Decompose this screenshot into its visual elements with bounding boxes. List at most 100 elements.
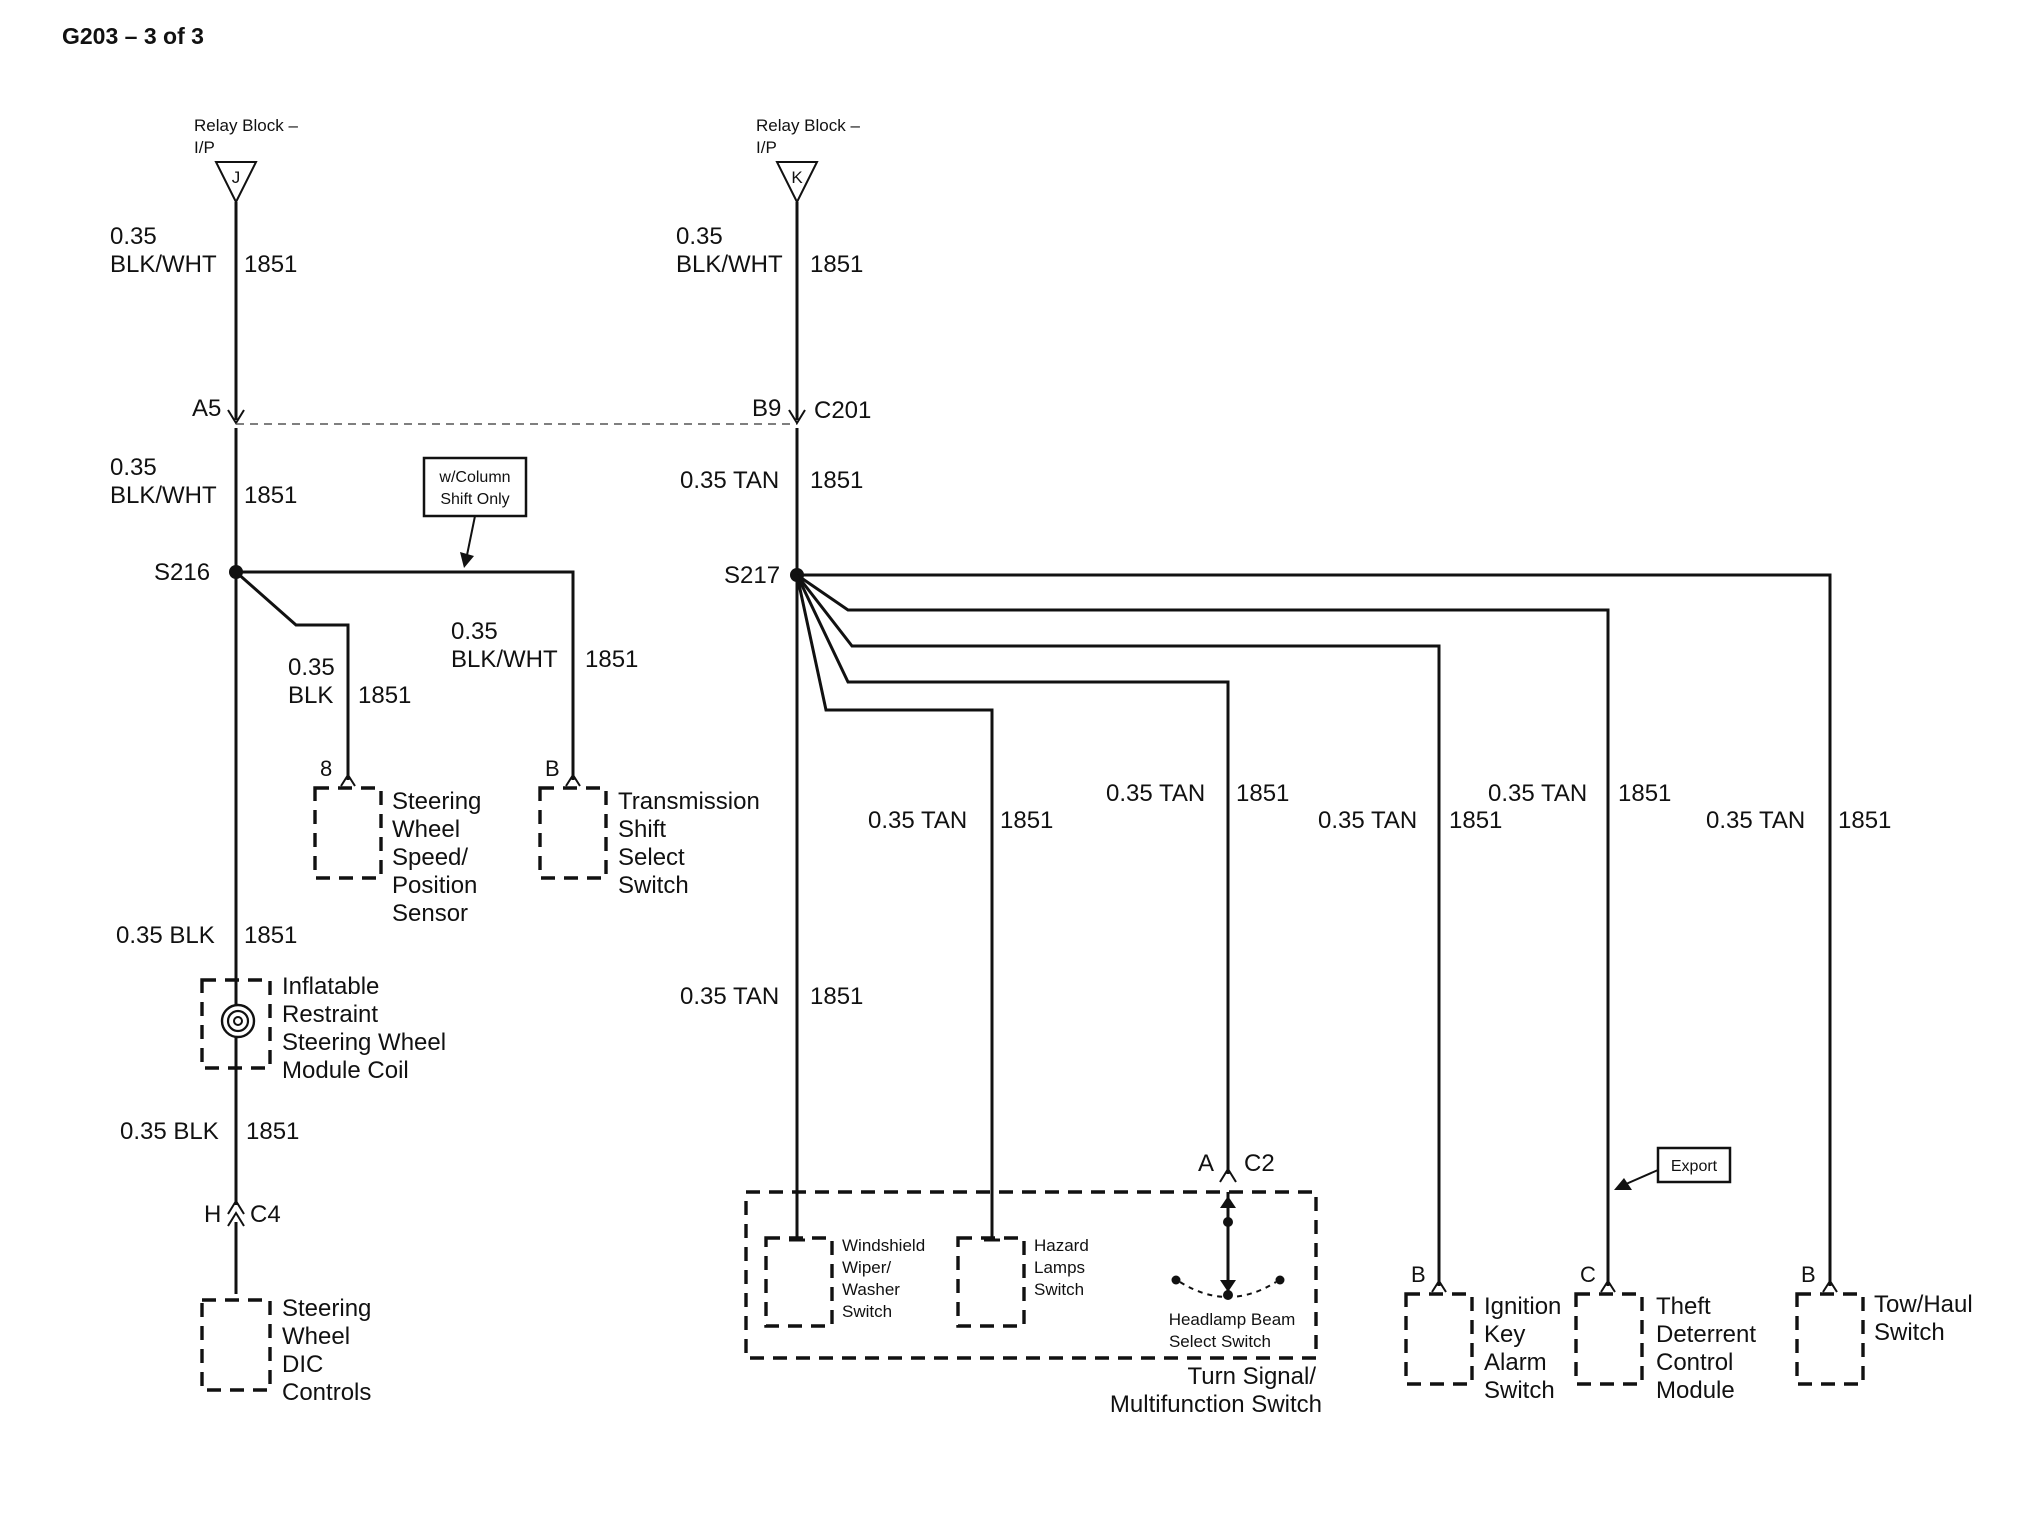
wire-branch-theft	[796, 573, 1610, 1286]
svg-text:Headlamp Beam: Headlamp Beam	[1169, 1310, 1296, 1329]
splice-s216-label: S216	[154, 559, 210, 586]
component-hazard-box	[956, 1236, 1026, 1328]
note-export-arrow-icon	[1625, 1169, 1659, 1185]
wire-branch-trans	[236, 570, 575, 780]
ignition-pin-icon	[1431, 1279, 1447, 1293]
svg-text:Select Switch: Select Switch	[1169, 1332, 1271, 1351]
svg-text:DIC: DIC	[282, 1351, 323, 1378]
component-multifunction-box	[744, 1190, 1318, 1360]
svg-text:Key: Key	[1484, 1321, 1525, 1348]
wire-headlamp-label: 0.35 TAN	[1106, 780, 1205, 807]
wire-branch-sws	[235, 570, 350, 780]
svg-text:Ignition: Ignition	[1484, 1293, 1561, 1320]
component-theft-box	[1574, 1292, 1644, 1386]
svg-text:Switch: Switch	[842, 1302, 892, 1321]
note-column-line2: Shift Only	[440, 491, 509, 508]
trans-pin-label: B	[545, 756, 560, 781]
component-coil-box	[200, 978, 272, 1070]
theft-pin-label: C	[1580, 1262, 1596, 1287]
splice-s217-label: S217	[724, 562, 780, 589]
svg-text:Transmission: Transmission	[618, 788, 760, 815]
s217-branch-wires	[795, 573, 1832, 1286]
wire-branch-ignition	[795, 574, 1441, 1286]
note-export: Export	[1614, 1146, 1732, 1190]
wire-towhaul-label: 0.35 TAN	[1706, 807, 1805, 834]
svg-text:Speed/: Speed/	[392, 844, 468, 871]
svg-text:Lamps: Lamps	[1034, 1258, 1085, 1277]
wire-hazard-label: 0.35 TAN	[868, 807, 967, 834]
connector-b9-icon	[788, 409, 806, 425]
wire-coil-top-label: 0.35 BLK	[116, 922, 215, 949]
connector-c201-label: C201	[814, 397, 871, 424]
connector-b9-label: B9	[752, 395, 781, 422]
svg-text:Multifunction Switch: Multifunction Switch	[1110, 1391, 1322, 1418]
relay-right-pin: K	[791, 168, 803, 187]
wire-left-1-size: 0.35	[110, 223, 157, 250]
svg-text:Switch: Switch	[618, 872, 689, 899]
wire-coil-bottom-circuit: 1851	[246, 1118, 299, 1145]
wire-hazard-circuit: 1851	[1000, 807, 1053, 834]
relay-left-label-2: I/P	[194, 138, 215, 157]
wire-headlamp-circuit: 1851	[1236, 780, 1289, 807]
wire-left-1-color: BLK/WHT	[110, 251, 217, 278]
relay-block-right: Relay Block – I/P K	[756, 116, 860, 205]
svg-text:Hazard: Hazard	[1034, 1236, 1089, 1255]
relay-right-terminal-icon	[775, 161, 819, 205]
component-multifunction-label: Turn Signal/ Multifunction Switch	[1110, 1363, 1322, 1418]
component-ignition-label: Ignition Key Alarm Switch	[1484, 1293, 1561, 1404]
wire-theft-label: 0.35 TAN	[1488, 780, 1587, 807]
wire-wiper-circuit: 1851	[810, 983, 863, 1010]
connector-a5-icon	[227, 409, 245, 425]
svg-text:Wiper/: Wiper/	[842, 1258, 891, 1277]
svg-text:Position: Position	[392, 872, 477, 899]
component-ignition-box	[1404, 1292, 1474, 1386]
svg-text:Sensor: Sensor	[392, 900, 468, 927]
connector-h-icon	[227, 1199, 245, 1215]
wire-trans-circuit: 1851	[585, 646, 638, 673]
svg-text:Tow/Haul: Tow/Haul	[1874, 1291, 1973, 1318]
relay-block-left: Relay Block – I/P J	[194, 116, 298, 205]
relay-left-label-1: Relay Block –	[194, 116, 298, 135]
svg-text:Steering: Steering	[392, 788, 481, 815]
sws-pin-icon	[340, 773, 356, 787]
component-dic-box	[200, 1298, 272, 1392]
connector-h-label: H	[204, 1201, 221, 1228]
wire-right-1-circuit: 1851	[810, 251, 863, 278]
wire-sws-circuit: 1851	[358, 682, 411, 709]
component-coil-label: Inflatable Restraint Steering Wheel Modu…	[282, 973, 446, 1084]
left-trunk-wires	[227, 202, 245, 1294]
svg-text:Steering: Steering	[282, 1295, 371, 1322]
wire-sws-size: 0.35	[288, 654, 335, 681]
connector-c2-label: C2	[1244, 1150, 1275, 1177]
diagram-title: G203 – 3 of 3	[62, 23, 204, 49]
wire-right-2-circuit: 1851	[810, 467, 863, 494]
wire-sws-color: BLK	[288, 682, 333, 709]
note-column-line1: w/Column	[438, 469, 510, 486]
component-sws-sensor-label: Steering Wheel Speed/ Position Sensor	[392, 788, 481, 927]
svg-text:Washer: Washer	[842, 1280, 900, 1299]
wire-branch-towhaul	[797, 573, 1832, 1286]
wire-left-2-size: 0.35	[110, 454, 157, 481]
right-trunk-wires	[788, 202, 806, 578]
wire-towhaul-circuit: 1851	[1838, 807, 1891, 834]
clockspring-coil-icon	[220, 1003, 256, 1039]
theft-pin-icon	[1600, 1279, 1616, 1293]
svg-text:Shift: Shift	[618, 816, 666, 843]
wire-coil-bottom-label: 0.35 BLK	[120, 1118, 219, 1145]
wire-right-1-color: BLK/WHT	[676, 251, 783, 278]
note-export-label: Export	[1671, 1158, 1718, 1175]
svg-text:Wheel: Wheel	[392, 816, 460, 843]
wire-ignition-label: 0.35 TAN	[1318, 807, 1417, 834]
component-sws-sensor-box	[313, 786, 383, 880]
wire-right-1-size: 0.35	[676, 223, 723, 250]
connector-c2-icon	[1219, 1167, 1237, 1183]
towhaul-pin-label: B	[1801, 1262, 1816, 1287]
wire-theft-circuit: 1851	[1618, 780, 1671, 807]
note-column-shift: w/Column Shift Only	[422, 456, 528, 568]
towhaul-pin-icon	[1822, 1279, 1838, 1293]
svg-text:Switch: Switch	[1034, 1280, 1084, 1299]
component-wiper-label: Windshield Wiper/ Washer Switch	[842, 1236, 925, 1321]
component-wiper-box	[764, 1236, 834, 1328]
svg-text:Wheel: Wheel	[282, 1323, 350, 1350]
